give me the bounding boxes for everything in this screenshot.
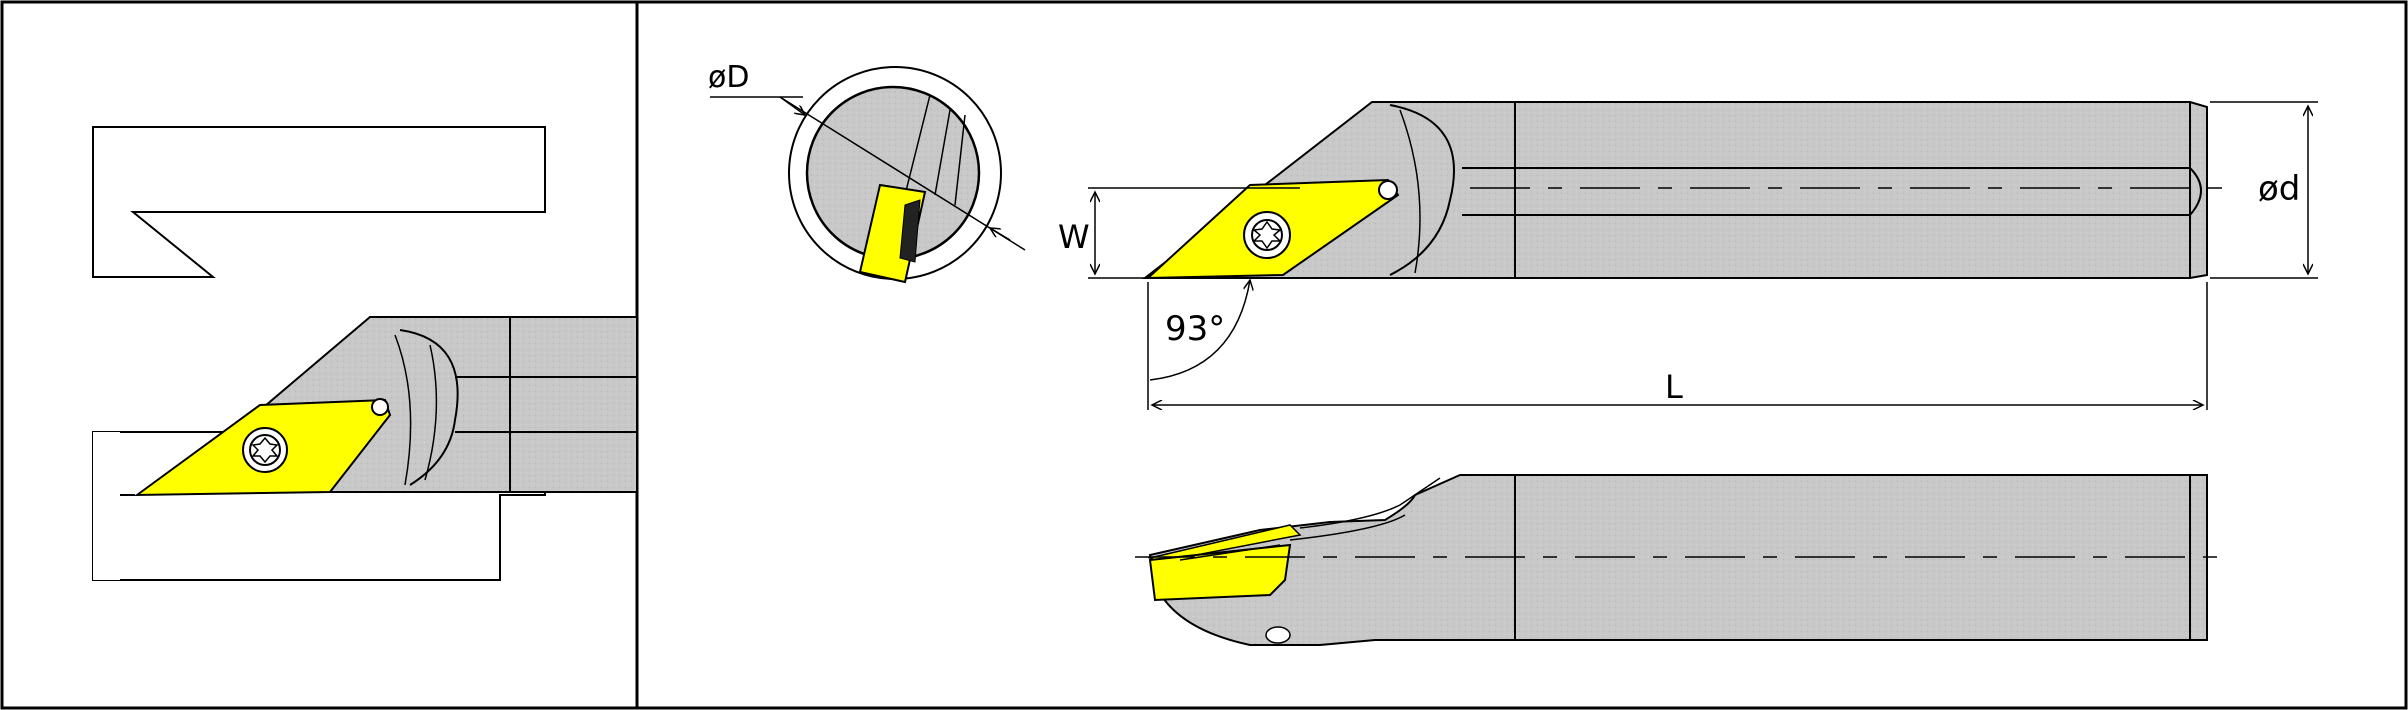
- width-label: W: [1058, 218, 1090, 256]
- side-view: [1135, 474, 2225, 646]
- application-view: [92, 126, 638, 581]
- angle-label: 93°: [1165, 309, 1225, 349]
- workpiece-upper: [92, 126, 546, 278]
- length-label: L: [1665, 368, 1683, 406]
- top-view: W ød 93° L: [1058, 101, 2318, 410]
- shank-diameter-label: ød: [2258, 169, 2300, 209]
- bore-end-view: øD: [708, 60, 1026, 284]
- bore-diameter-label: øD: [708, 60, 749, 95]
